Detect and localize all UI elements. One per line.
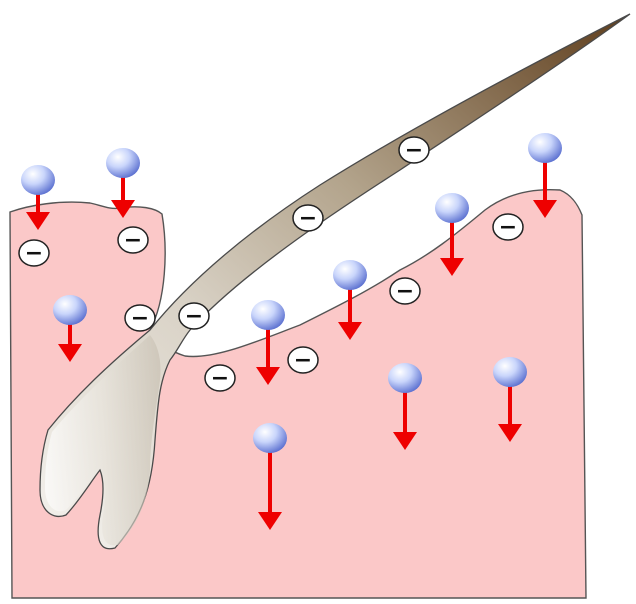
negative-charge-marker: − (205, 365, 235, 391)
negative-sign: − (25, 241, 43, 266)
negative-sign: − (299, 206, 317, 231)
negative-charge-marker: − (179, 303, 209, 329)
negative-charge-marker: − (19, 240, 49, 266)
negative-charge-marker: − (125, 305, 155, 331)
positive-ion-sphere (53, 295, 87, 325)
positive-ion-sphere (435, 193, 469, 223)
negative-charge-marker: − (118, 227, 148, 253)
negative-sign: − (124, 228, 142, 253)
negative-charge-marker: − (493, 214, 523, 240)
negative-sign: − (185, 304, 203, 329)
negative-sign: − (131, 306, 149, 331)
negative-sign: − (294, 348, 312, 373)
negative-sign: − (405, 138, 423, 163)
negative-charge-marker: − (293, 205, 323, 231)
negative-sign: − (211, 366, 229, 391)
positive-ion-sphere (333, 260, 367, 290)
positive-ion-sphere (253, 423, 287, 453)
positive-ion-sphere (21, 165, 55, 195)
negative-sign: − (499, 215, 517, 240)
positive-ion-sphere (493, 357, 527, 387)
positive-ion-sphere (251, 300, 285, 330)
negative-charge-marker: − (288, 347, 318, 373)
negative-sign: − (396, 279, 414, 304)
negative-charge-marker: − (390, 278, 420, 304)
negative-charge-marker: − (399, 137, 429, 163)
positive-ion-sphere (388, 363, 422, 393)
positive-ion-sphere (528, 133, 562, 163)
positive-ion-sphere (106, 148, 140, 178)
